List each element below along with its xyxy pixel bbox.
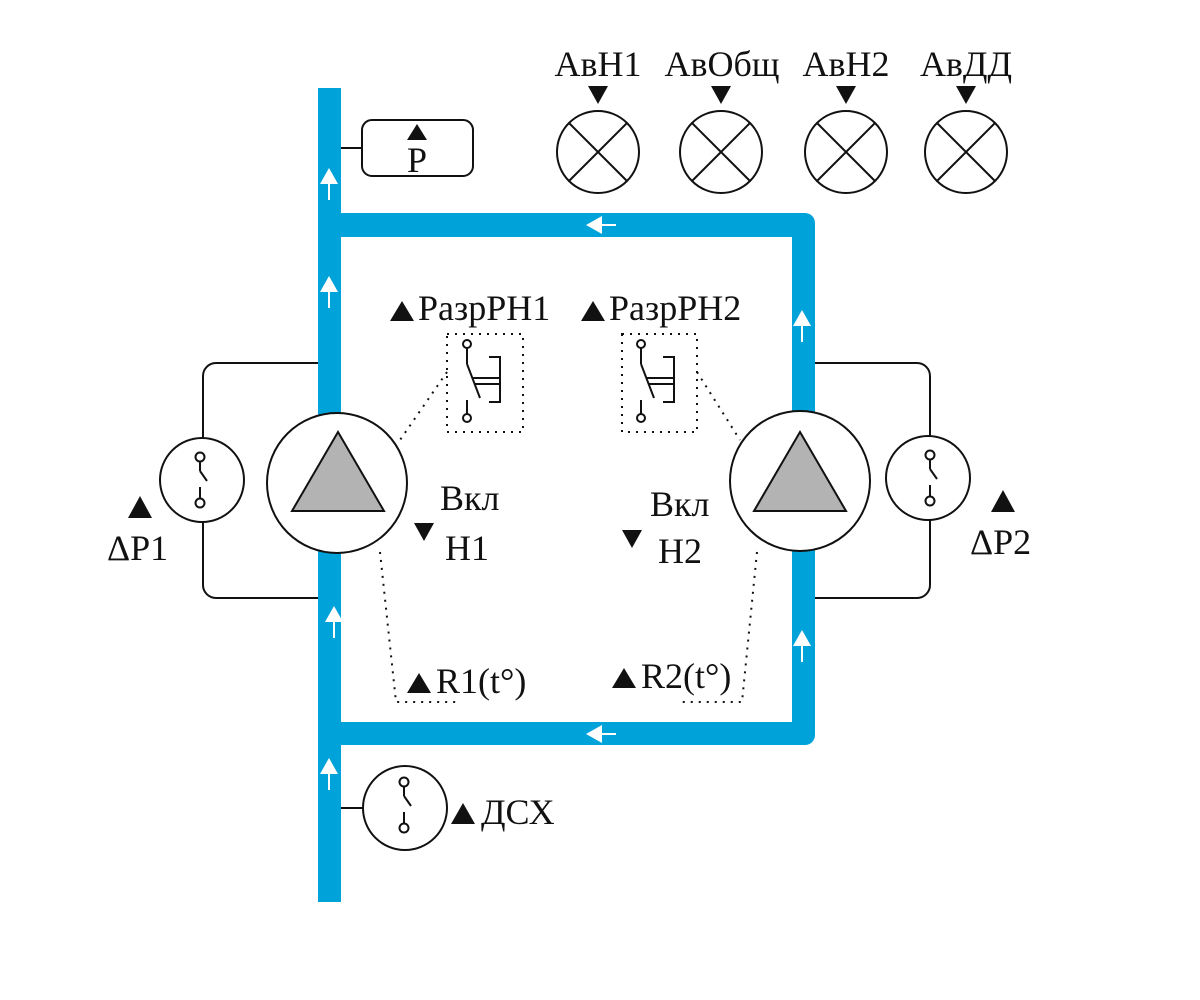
input-triangle-icon [622,530,642,548]
output-triangle-icon [451,803,475,824]
permit-switch-1: РазрРН1 [390,288,550,441]
input-triangle-icon [588,86,608,104]
diff-pressure-2: ΔP2 [815,362,1031,599]
input-triangle-icon [956,86,976,104]
output-triangle-icon [407,124,427,140]
thermistor-r1: R1(t°) [379,551,526,703]
thermistor-label: R1(t°) [436,661,526,701]
lamp-avn1: АвН1 [555,44,642,194]
switch-icon [636,339,675,423]
diff-pressure-label: ΔP2 [970,522,1031,562]
input-triangle-icon [414,523,434,541]
permit-switch-2: РазрРН2 [581,288,741,441]
pump-on-label: Вкл [650,484,710,524]
pump-on-label: Вкл [440,478,500,518]
diff-pressure-label: ΔP1 [107,528,168,568]
alarm-lamps: АвН1 АвОбщ АвН2 АвДД [555,44,1012,194]
output-triangle-icon [581,301,605,321]
switch-icon [462,339,501,423]
lamp-label: АвДД [920,44,1012,84]
pressure-sensor: P [341,119,474,180]
diff-pressure-1: ΔP1 [107,362,318,599]
lamp-icon [679,110,763,194]
pump-h2: Вкл Н2 [622,410,871,571]
lamp-icon [804,110,888,194]
pressure-switch-icon [885,435,971,521]
lamp-label: АвН2 [803,44,890,84]
lamp-label: АвН1 [555,44,642,84]
lamp-avobsh: АвОбщ [664,44,780,194]
output-triangle-icon [390,301,414,321]
pump-name-label: Н2 [658,531,702,571]
dry-run-switch-label: ДСХ [481,792,555,832]
thermistor-label: R2(t°) [641,656,731,696]
input-triangle-icon [836,86,856,104]
output-triangle-icon [991,490,1015,512]
output-triangle-icon [407,673,431,693]
thermistor-r2: R2(t°) [612,551,758,703]
permit-switch-label: РазрРН1 [418,288,550,328]
lamp-label: АвОбщ [664,44,779,84]
input-triangle-icon [711,86,731,104]
output-triangle-icon [128,496,152,518]
pressure-switch-icon [362,765,448,851]
dry-run-switch: ДСХ [341,765,555,851]
lamp-avdd: АвДД [920,44,1012,194]
pressure-sensor-label: P [407,140,427,180]
lamp-avn2: АвН2 [803,44,890,194]
pump-h1: Вкл Н1 [266,412,500,568]
permit-switch-label: РазрРН2 [609,288,741,328]
pressure-switch-icon [159,437,245,523]
output-triangle-icon [612,668,636,688]
lamp-icon [924,110,1008,194]
pump-name-label: Н1 [445,528,489,568]
lamp-icon [556,110,640,194]
